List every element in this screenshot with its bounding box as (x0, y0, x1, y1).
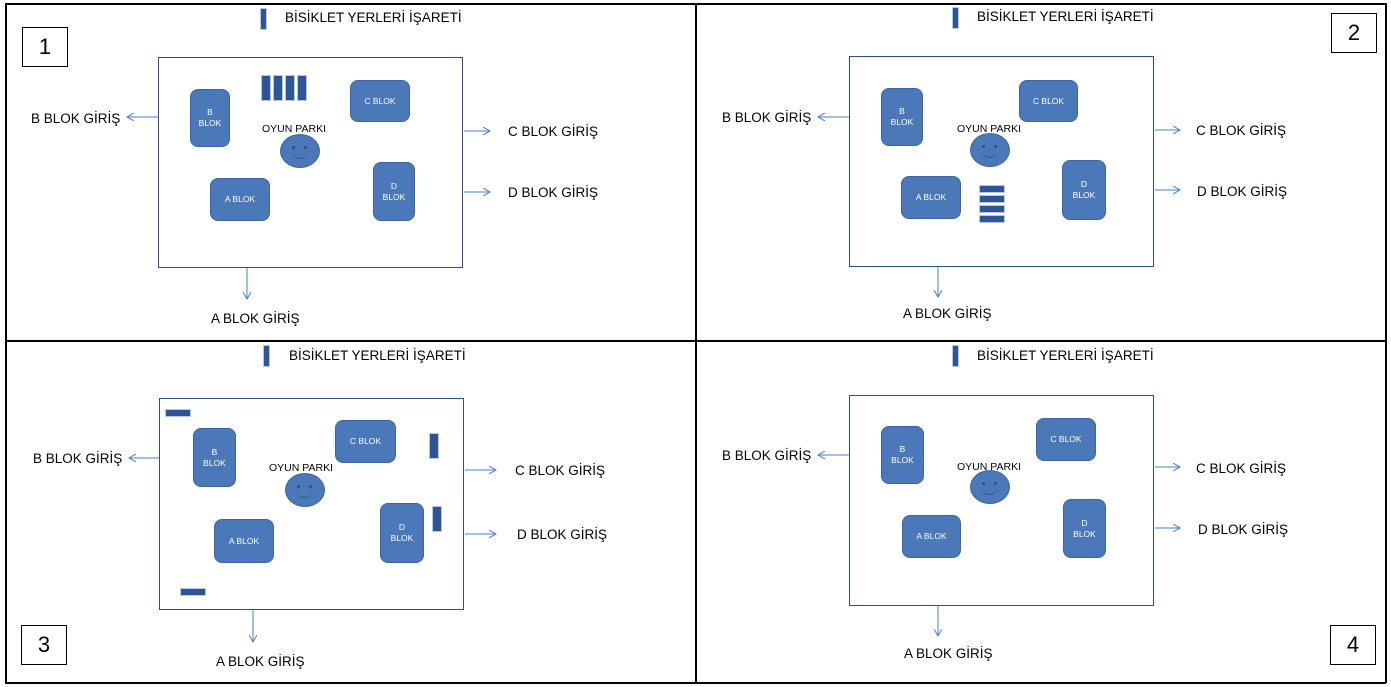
block-a: A BLOK (210, 178, 270, 221)
mouth (982, 487, 997, 495)
eye (292, 146, 295, 149)
bike-rack-marker (432, 506, 442, 532)
entry-d-label: D BLOK GİRİŞ (1198, 522, 1289, 537)
block-b: B BLOK (190, 89, 230, 147)
grid-line-left (5, 3, 7, 683)
mouth (292, 151, 307, 159)
panel-number: 1 (22, 27, 68, 67)
playground-label: OYUN PARKI (262, 123, 326, 135)
bike-legend-icon (952, 7, 959, 29)
block-a: A BLOK (214, 519, 274, 563)
bike-rack-marker (429, 433, 439, 459)
bike-rack-marker (297, 75, 307, 101)
block-d: D BLOK (1062, 160, 1106, 220)
eye (994, 482, 997, 485)
entry-d-label: D BLOK GİRİŞ (1197, 184, 1288, 199)
playground-smiley-icon (970, 470, 1010, 504)
eye (309, 485, 312, 488)
block-d: D BLOK (380, 503, 424, 563)
playground-label: OYUN PARKI (957, 461, 1021, 473)
block-d: D BLOK (373, 162, 415, 221)
entry-b-label: B BLOK GİRİŞ (33, 451, 123, 466)
grid-line-right (1385, 3, 1387, 683)
bike-legend-label: BİSİKLET YERLERİ İŞARETİ (289, 348, 466, 363)
grid-line-middle-horizontal (5, 340, 1386, 342)
entry-a-label: A BLOK GİRİŞ (211, 311, 300, 326)
playground-label: OYUN PARKI (957, 123, 1021, 135)
bike-rack-marker (979, 195, 1005, 203)
block-a: A BLOK (902, 515, 961, 558)
entry-a-label: A BLOK GİRİŞ (903, 306, 992, 321)
bike-legend-label: BİSİKLET YERLERİ İŞARETİ (285, 10, 462, 25)
playground-smiley-icon (285, 473, 325, 507)
entry-d-label: D BLOK GİRİŞ (508, 185, 599, 200)
panel-number: 4 (1330, 625, 1376, 665)
bike-rack-marker (273, 75, 283, 101)
entry-c-label: C BLOK GİRİŞ (515, 463, 606, 478)
entry-a-label: A BLOK GİRİŞ (904, 646, 993, 661)
block-b: B BLOK (881, 88, 923, 146)
bike-rack-marker (285, 75, 295, 101)
entry-c-label: C BLOK GİRİŞ (1196, 123, 1287, 138)
bike-rack-marker (979, 185, 1005, 193)
entry-c-label: C BLOK GİRİŞ (1196, 461, 1287, 476)
bike-rack-marker (261, 75, 271, 101)
playground-label: OYUN PARKI (269, 462, 333, 474)
bike-legend-icon (260, 8, 267, 30)
entry-b-label: B BLOK GİRİŞ (722, 110, 812, 125)
entry-c-label: C BLOK GİRİŞ (508, 124, 599, 139)
panel-number: 2 (1331, 13, 1377, 53)
playground-smiley-icon (280, 134, 320, 168)
block-b: B BLOK (881, 426, 924, 484)
entry-d-label: D BLOK GİRİŞ (517, 527, 608, 542)
block-c: C BLOK (335, 420, 396, 463)
playground-smiley-icon (970, 133, 1010, 167)
block-c: C BLOK (1036, 418, 1096, 461)
bike-rack-marker (979, 205, 1005, 213)
block-b: B BLOK (193, 428, 236, 487)
grid-line-middle-vertical (695, 3, 697, 683)
bike-legend-icon (263, 345, 270, 367)
eye (982, 482, 985, 485)
block-c: C BLOK (350, 80, 410, 122)
bike-legend-label: BİSİKLET YERLERİ İŞARETİ (977, 9, 1154, 24)
bike-rack-marker (180, 588, 206, 596)
eye (297, 485, 300, 488)
bike-legend-icon (952, 345, 959, 367)
eye (994, 145, 997, 148)
entry-b-label: B BLOK GİRİŞ (722, 448, 812, 463)
panel-number: 3 (21, 625, 67, 665)
entry-b-label: B BLOK GİRİŞ (31, 111, 121, 126)
bike-legend-label: BİSİKLET YERLERİ İŞARETİ (977, 348, 1154, 363)
block-a: A BLOK (901, 176, 961, 219)
block-c: C BLOK (1019, 80, 1078, 122)
bike-rack-marker (165, 409, 191, 417)
block-d: D BLOK (1063, 499, 1106, 558)
mouth (297, 490, 312, 498)
bike-rack-marker (979, 215, 1005, 223)
mouth (982, 150, 997, 158)
eye (982, 145, 985, 148)
eye (304, 146, 307, 149)
entry-a-label: A BLOK GİRİŞ (216, 654, 305, 669)
